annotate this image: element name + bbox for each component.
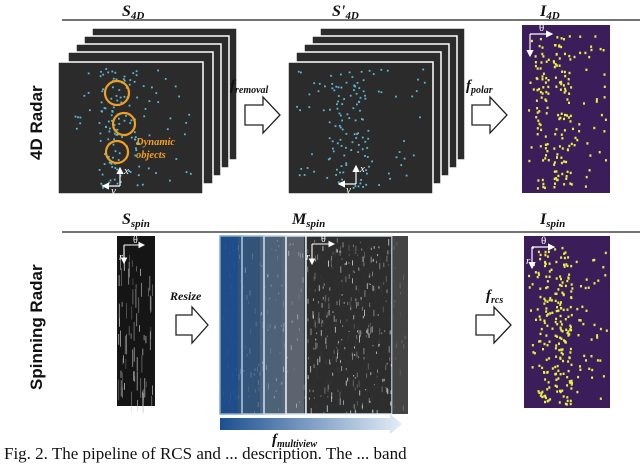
s4d-axis-y: y [110, 185, 116, 197]
i-spin-axis-r: r [526, 255, 531, 267]
m-spin-axis-r: r [306, 252, 310, 263]
s4d-axis-x: x [123, 165, 129, 177]
m-spin-front-view [305, 235, 393, 415]
op-f-multiview: fmultiview [272, 432, 317, 450]
op-resize: Resize [169, 289, 202, 303]
dynamic-objects-label: Dynamic objects [135, 137, 178, 161]
s4d-front-frame [57, 61, 204, 195]
dynamic-object-circle-3 [104, 139, 130, 165]
op-f-polar: fpolar [466, 78, 493, 96]
s-spin-theta: θ [133, 235, 138, 246]
side-label-spinning-radar: Spinning Radar [27, 264, 46, 390]
dynamic-object-circle-2 [111, 111, 137, 137]
arrow-rcs [475, 305, 512, 345]
side-label-4d-radar: 4D Radar [27, 85, 46, 160]
figure-caption: Fig. 2. The pipeline of RCS and ... desc… [4, 444, 407, 463]
i4d-feature-points [528, 35, 607, 190]
s4d-frame-stack: Dynamic objects x y [57, 27, 238, 197]
i-spin-image: θ r [524, 235, 610, 408]
op-f-rcs: frcs [486, 288, 503, 306]
s-spin-axis-r: r [119, 252, 123, 263]
sp4d-axis-x: x [359, 163, 365, 175]
title-s-prime-4d: S'4D [332, 3, 359, 22]
arrow-removal [244, 95, 281, 135]
title-i4d: I4D [539, 3, 560, 22]
sp4d-axis-y: y [345, 184, 351, 196]
op-f-removal: fremoval [230, 78, 269, 96]
arrow-polar [471, 95, 508, 135]
i-spin-feature-points [528, 246, 608, 406]
s-spin-image: θ r [117, 235, 155, 414]
s-prime-4d-front-frame [287, 61, 434, 195]
s-prime-4d-point-cloud [296, 68, 426, 189]
multiview-gradient-arrow [220, 414, 402, 434]
i-spin-theta: θ [541, 235, 546, 247]
i4d-theta: θ [539, 22, 544, 34]
i4d-image: θ [522, 22, 610, 193]
title-s4d: S4D [122, 3, 144, 22]
arrow-resize [175, 305, 209, 345]
title-s-spin: Sspin [122, 211, 150, 230]
title-i-spin: Ispin [539, 211, 565, 230]
m-spin-multiview: θ r [219, 234, 408, 418]
title-m-spin: Mspin [291, 211, 325, 230]
dynamic-object-circle-1 [103, 79, 131, 107]
s-prime-4d-frame-stack: x y [287, 27, 466, 196]
m-spin-theta: θ [321, 234, 326, 245]
